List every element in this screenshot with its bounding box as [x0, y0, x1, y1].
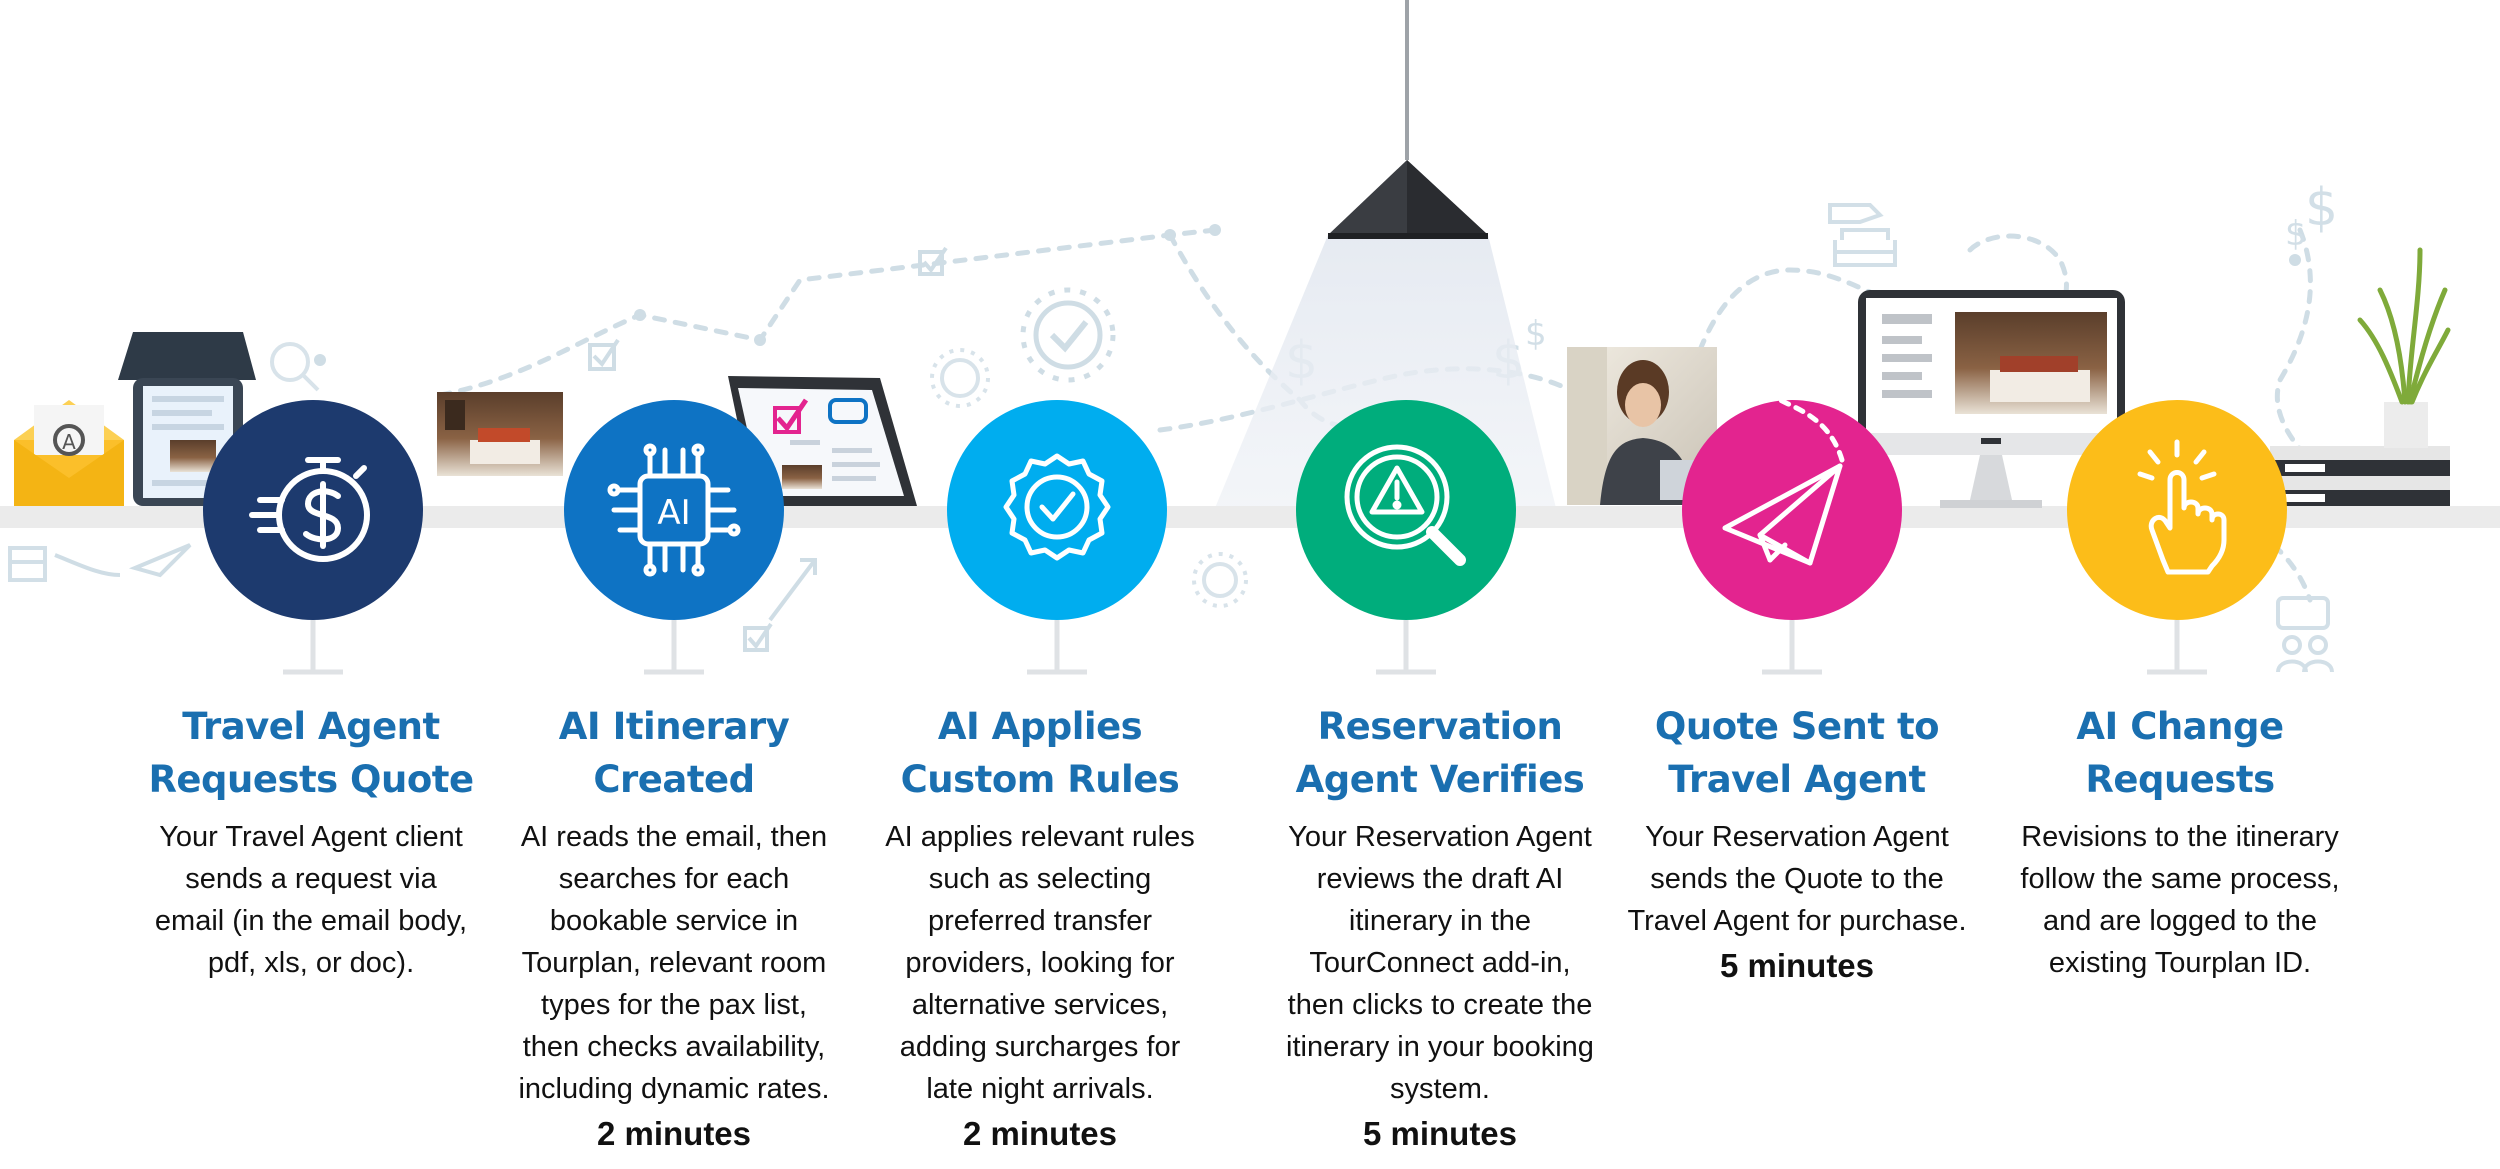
step-title: AI Applies Custom Rules	[900, 705, 1180, 801]
faint-bed-icons	[8, 203, 1897, 582]
potted-plant	[2357, 247, 2451, 448]
pointing-hand-icon	[2137, 439, 2227, 575]
step-6-circle	[2067, 400, 2287, 620]
step-duration: 2 minutes	[596, 1115, 752, 1152]
step-reservation-agent-verifies: Reservation Agent Verifies Your Reservat…	[1270, 700, 1610, 1156]
magnifier-alert-icon	[1344, 444, 1466, 566]
svg-text:$: $	[1525, 314, 1547, 354]
books-stack	[2270, 446, 2450, 506]
step-duration: 5 minutes	[1362, 1115, 1518, 1152]
faint-small-badges	[270, 342, 1248, 608]
step-quote-sent-to-travel-agent: Quote Sent to Travel Agent Your Reservat…	[1627, 700, 1967, 988]
svg-text:$: $	[2305, 178, 2338, 238]
step-travel-agent-requests-quote: Travel Agent Requests Quote Your Travel …	[141, 700, 481, 984]
step-title: AI Itinerary Created	[558, 705, 790, 801]
circle-stands	[283, 620, 2207, 675]
step-description: AI reads the email, then searches for ea…	[518, 821, 830, 1105]
ai-chip-label: AI	[657, 493, 690, 533]
step-title: AI Change Requests	[2076, 705, 2284, 801]
step-description: Your Reservation Agent reviews the draft…	[1286, 821, 1594, 1105]
ai-chip-icon: AI	[607, 443, 741, 577]
tablet-device-icon	[118, 332, 256, 506]
step-duration: 5 minutes	[1719, 947, 1875, 984]
step-duration: 2 minutes	[962, 1115, 1118, 1152]
svg-text:A: A	[62, 430, 76, 454]
faint-checkbox-icons	[588, 246, 948, 652]
hotel-room-photo	[437, 392, 563, 476]
step-ai-itinerary-created: AI Itinerary Created AI reads the email,…	[504, 700, 844, 1156]
faint-chat-people-icon	[2276, 596, 2334, 673]
check-badge-icon	[1003, 453, 1111, 561]
step-ai-change-requests: AI Change Requests Revisions to the itin…	[2010, 700, 2350, 984]
faint-sunburst-check-icon	[1020, 287, 1116, 383]
faint-plane-icons	[54, 543, 192, 578]
paper-plane-icon	[1722, 397, 1845, 566]
step-ai-applies-custom-rules: AI Applies Custom Rules AI applies relev…	[870, 700, 1210, 1156]
step-2-circle	[564, 400, 784, 620]
step-description: Your Travel Agent client sends a request…	[154, 821, 468, 979]
stopwatch-dollar-icon	[249, 457, 370, 562]
svg-text:$: $	[2285, 214, 2307, 254]
step-title: Travel Agent Requests Quote	[148, 705, 474, 801]
step-title: Reservation Agent Verifies	[1295, 705, 1585, 801]
envelope-icon: A	[14, 400, 124, 506]
step-title: Quote Sent to Travel Agent	[1654, 705, 1940, 801]
step-description: AI applies relevant rules such as select…	[885, 821, 1195, 1105]
decorative-dots	[314, 224, 2301, 366]
desktop-monitor-illustration	[1858, 290, 2125, 508]
step-description: Revisions to the itinerary follow the sa…	[2020, 821, 2340, 979]
step-description: Your Reservation Agent sends the Quote t…	[1627, 821, 1967, 937]
